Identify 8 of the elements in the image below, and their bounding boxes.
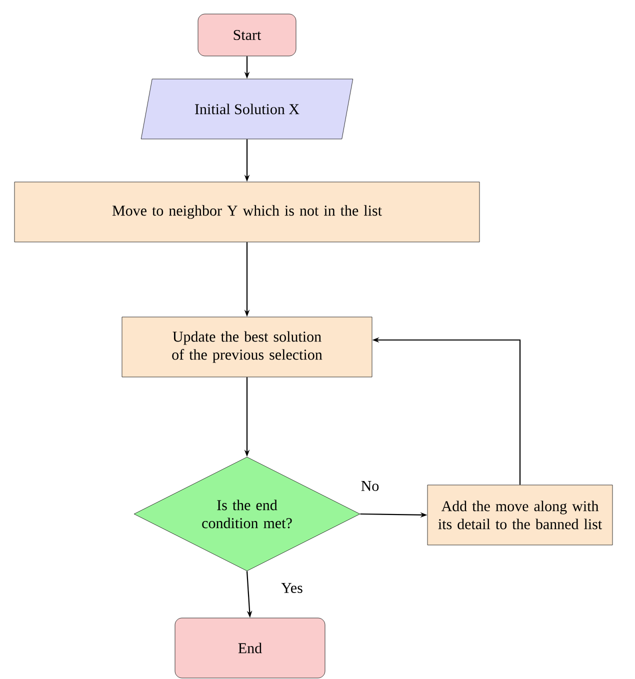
process-box: Add the move along with its detail to the banned list xyxy=(427,484,613,546)
edge-label: No xyxy=(360,480,380,492)
edge-label: Yes xyxy=(280,582,304,594)
process-box: Update the best solution of the previous selection xyxy=(122,316,372,378)
start-terminal: Start xyxy=(198,14,296,56)
end-terminal: End xyxy=(174,618,326,678)
process-box: Move to neighbor Y which is not in the list xyxy=(14,182,480,242)
input-parallelogram: Initial Solution X xyxy=(140,78,354,140)
